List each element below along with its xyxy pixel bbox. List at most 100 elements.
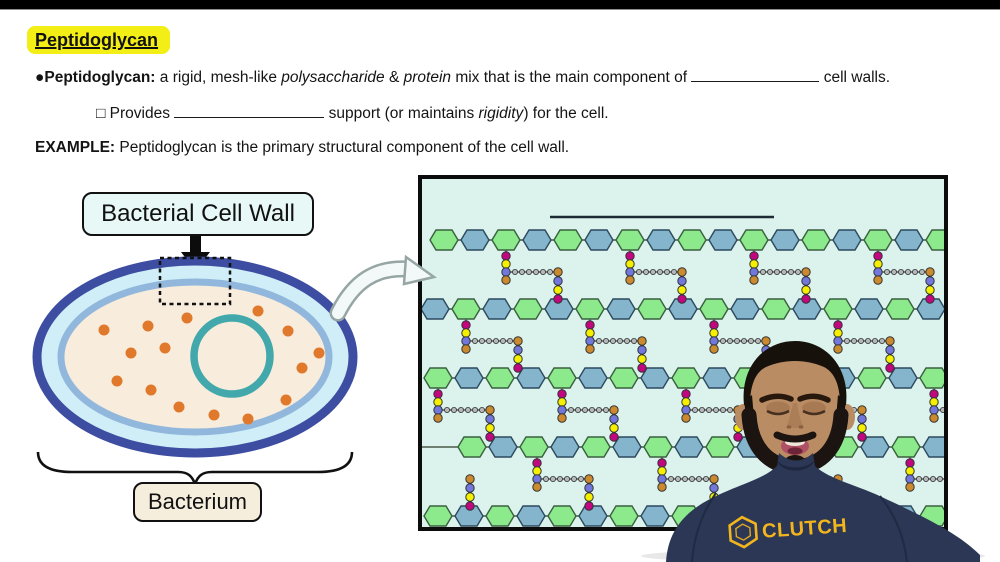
sugar-hexagon-blue [708,229,738,251]
sugar-hexagon-blue [888,367,918,389]
bridge-bead [719,406,726,413]
amino-acid-bead [873,251,883,261]
ribosome-dot [145,384,157,396]
sugar-hexagon-blue [522,229,552,251]
bridge-bead [733,337,740,344]
amino-acid-bead [625,275,635,285]
sugar-hexagon-green [457,436,487,458]
instructor-shirt [666,453,980,562]
sugar-hexagon-green [609,367,639,389]
amino-acid-bead [833,320,843,330]
sugar-hexagon-blue [770,229,800,251]
text-segment: support (or maintains [324,105,479,122]
sugar-hexagon-blue [578,367,608,389]
bridge-bead [549,475,556,482]
sugar-hexagon-green [519,436,549,458]
sugar-hexagon-blue [544,298,574,320]
amino-acid-bead [733,432,743,442]
bridge-bead [674,475,681,482]
bridge-bead [843,337,850,344]
ribosome-dot [98,324,110,336]
bridge-bead [915,475,922,482]
bridge-bead [635,269,642,276]
bridge-bead [563,475,570,482]
amino-acid-bead [749,267,759,277]
bridge-bead [556,475,563,482]
definition-line: ●Peptidoglycan: a rigid, mesh-like polys… [35,68,890,87]
sugar-hexagon-green [925,229,955,251]
support-line: □ Provides support (or maintains rigidit… [96,104,609,123]
amino-acid-bead [925,276,935,286]
amino-acid-bead [532,482,542,492]
amino-acid-bead [501,251,511,261]
bridge-bead [681,475,688,482]
bridge-bead [630,337,637,344]
amino-acid-bead [873,275,883,285]
sugar-hexagon-blue [454,367,484,389]
ribosome-dot [173,401,185,413]
amino-acid-bead [925,285,935,295]
sugar-hexagon-blue [482,298,512,320]
sugar-hexagon-blue [646,229,676,251]
sugar-hexagon-green [823,298,853,320]
bridge-bead [929,475,936,482]
sugar-hexagon-blue [460,229,490,251]
amino-acid-bead [637,363,647,373]
ribosome-dot [125,347,137,359]
cell-wall-zoom-region [158,256,232,306]
bridge-bead [623,337,630,344]
amino-acid-bead [801,267,811,277]
amino-acid-bead [609,423,619,433]
benzene-hexagon-icon [728,515,758,549]
amino-acid-bead [465,474,475,484]
example-line: EXAMPLE: Peptidoglycan is the primary st… [35,139,569,157]
amino-acid-bead [833,344,843,354]
sugar-hexagon-green [705,436,735,458]
amino-acid-bead [485,423,495,433]
bacterium-svg [32,227,437,488]
instructor-hair [743,341,847,405]
amino-acid-bead [749,251,759,261]
sugar-hexagon-green [615,229,645,251]
bridge-bead [911,269,918,276]
bridge-bead [472,406,479,413]
sugar-hexagon-blue [640,367,670,389]
sugar-hexagon-blue [606,298,636,320]
amino-acid-bead [585,344,595,354]
amino-acid-bead [461,320,471,330]
sugar-hexagon-blue [612,436,642,458]
page-title: Peptidoglycan [27,26,171,54]
bridge-bead [663,269,670,276]
bridge-bead [922,475,929,482]
text-segment: Peptidoglycan is the primary structural … [115,139,570,156]
sugar-hexagon-green [547,367,577,389]
ribosome-dots [98,305,325,425]
bridge-bead [780,269,787,276]
bridge-bead [493,337,500,344]
amino-acid-bead [857,423,867,433]
bridge-bead [695,475,702,482]
text-segment: □ [96,105,110,122]
bridge-bead [540,269,547,276]
sugar-hexagon-blue [894,229,924,251]
shirt-collar [777,460,815,471]
sugar-hexagon-blue [516,367,546,389]
bridge-bead [500,337,507,344]
label-arrow-shaft [190,227,201,254]
amino-acid-bead [801,276,811,286]
bridge-bead [787,269,794,276]
amino-acid-bead [609,432,619,442]
bridge-bead [878,337,885,344]
bridge-bead [698,406,705,413]
amino-acid-bead [609,414,619,424]
bridge-bead [918,269,925,276]
amino-acid-bead [637,336,647,346]
text-segment: Provides [109,105,175,122]
amino-acid-bead [929,413,939,423]
sugar-hexagon-green [553,229,583,251]
bridge-bead [458,406,465,413]
bridge-bead [857,337,864,344]
bridge-bead [747,337,754,344]
bridge-bead [616,337,623,344]
